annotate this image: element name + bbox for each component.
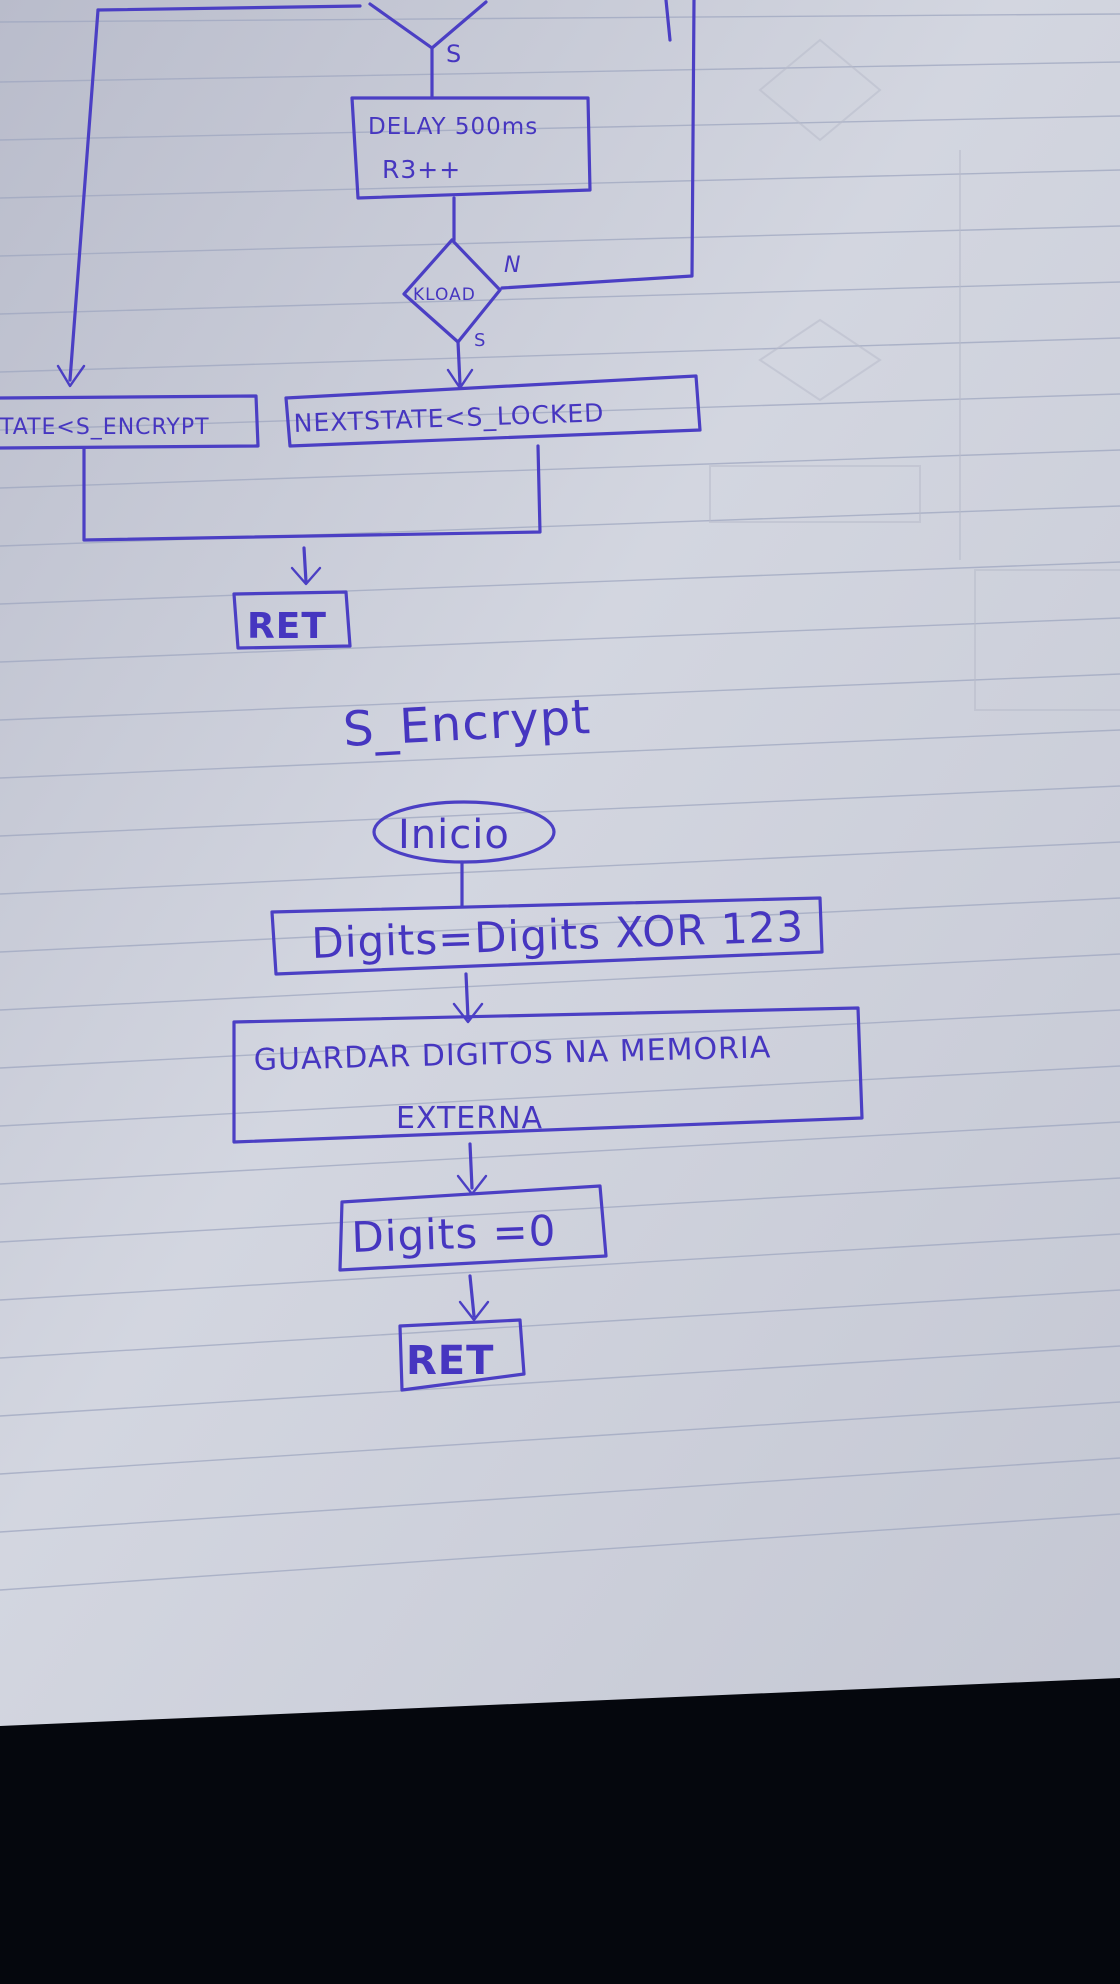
connector-step3-ret xyxy=(468,1274,476,1318)
show-through-marks xyxy=(709,38,1120,711)
step3-box xyxy=(338,1184,608,1272)
top-left-connector xyxy=(96,4,362,12)
connector-to-ret xyxy=(302,546,308,584)
ret-box-top xyxy=(232,590,352,650)
encrypt-title: S_Encrypt xyxy=(342,689,593,758)
left-state-text: TATE<S_ENCRYPT xyxy=(0,415,210,440)
kload-label: KLOAD xyxy=(413,285,476,305)
right-state-box xyxy=(284,374,702,448)
right-tick xyxy=(664,0,672,42)
step2-line2: EXTERNA xyxy=(396,1101,543,1136)
top-flow: S DELAY 500ms R3++ KLOAD N S TATE<S_ENCR… xyxy=(0,0,702,650)
right-loop-line xyxy=(500,0,696,290)
ret-arrow xyxy=(290,566,322,586)
yes-label-upper: S xyxy=(446,40,462,68)
ret-text-top: RET xyxy=(247,606,327,647)
connector-step2-step3 xyxy=(468,1142,474,1190)
step2-box xyxy=(232,1006,864,1144)
delay-box xyxy=(350,96,592,200)
encrypt-flow: S_Encrypt Inicio Digits=Digits XOR 123 G… xyxy=(232,689,864,1392)
step1-box xyxy=(270,896,824,976)
merge-lines xyxy=(82,444,542,542)
paper-sheet xyxy=(0,0,1120,1726)
ret-box-bottom xyxy=(398,1318,526,1392)
ret-text-bottom: RET xyxy=(406,1338,494,1384)
start-ellipse xyxy=(372,800,556,864)
delay-line2: R3++ xyxy=(382,155,461,184)
start-text: Inicio xyxy=(398,812,510,858)
left-branch-line xyxy=(68,8,100,382)
left-state-box xyxy=(0,394,260,450)
kload-yes-label: S xyxy=(474,330,486,351)
connector-to-state-boxes xyxy=(456,340,462,386)
kload-no-label: N xyxy=(504,253,521,278)
ruled-lines xyxy=(0,13,1120,1591)
ret-arrow-bottom xyxy=(458,1300,490,1322)
left-branch-arrow xyxy=(56,364,86,388)
step3-text: Digits =0 xyxy=(351,1206,558,1262)
delay-line1: DELAY 500ms xyxy=(368,114,538,140)
step2-arrow xyxy=(452,1002,484,1024)
connector-step1-step2 xyxy=(464,972,470,1020)
